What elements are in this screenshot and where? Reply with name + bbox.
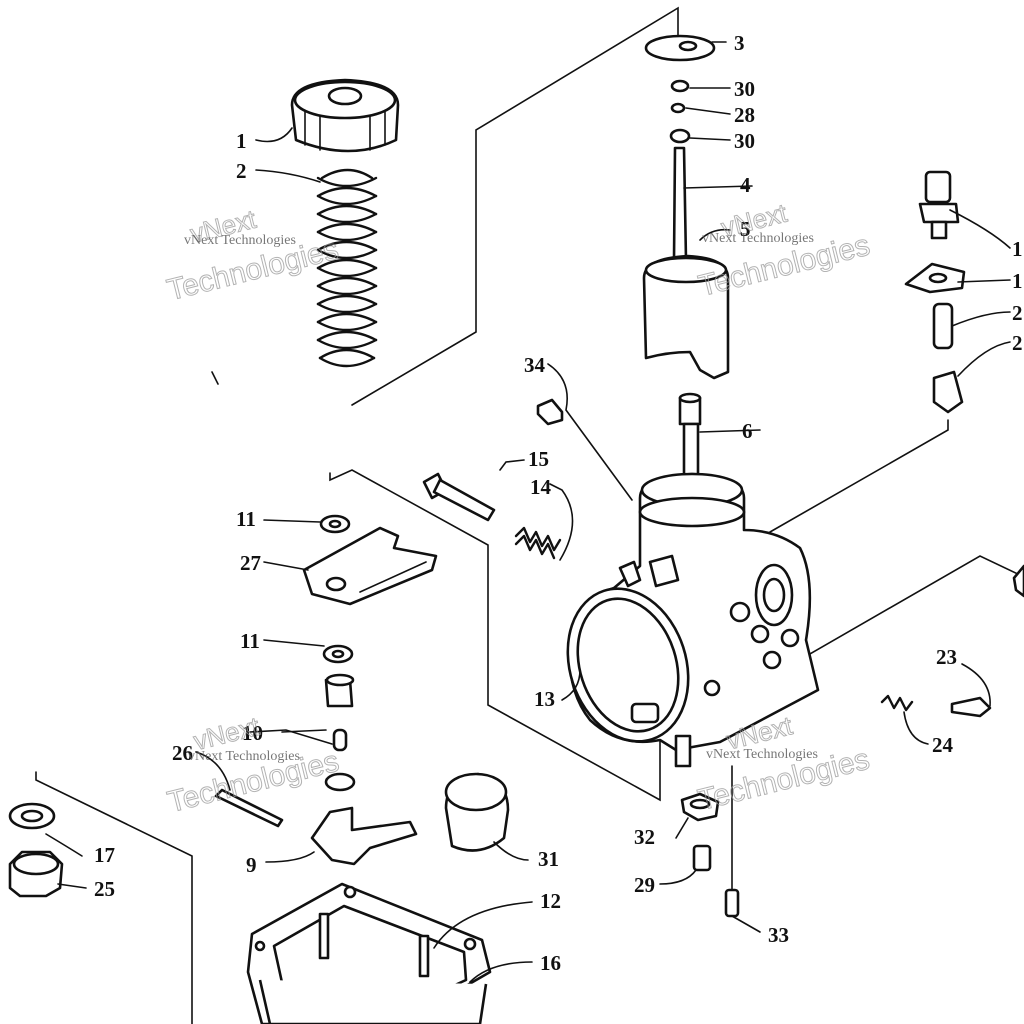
callout-label: 2 xyxy=(1012,301,1023,325)
callout-label: 17 xyxy=(94,843,115,867)
spring-part xyxy=(316,168,378,368)
callout-label: 29 xyxy=(634,873,655,897)
callout-label: 9 xyxy=(246,853,257,877)
callout-label: 33 xyxy=(768,923,789,947)
callout-label: 6 xyxy=(742,419,753,443)
callout-label: 27 xyxy=(240,551,261,575)
callout-label: 34 xyxy=(524,353,546,377)
callout-label: 25 xyxy=(94,877,115,901)
fuel-fitting-parts xyxy=(904,170,1024,598)
callout-label: 12 xyxy=(540,889,561,913)
leader-lines xyxy=(45,41,1011,983)
callout-label: 1 xyxy=(1012,237,1023,261)
float-pin-part xyxy=(214,788,284,828)
callout-label: 3 xyxy=(734,31,745,55)
throttle-stop-screw-part xyxy=(422,472,496,522)
cap-part xyxy=(290,78,400,153)
callout-label: 24 xyxy=(932,733,954,757)
callout-label: 5 xyxy=(740,217,751,241)
callout-label: 2 xyxy=(236,159,247,183)
guide-lines xyxy=(35,6,1021,1024)
float-bowl-parts xyxy=(246,882,492,1024)
carburetor-body-part xyxy=(566,472,820,768)
needle-clip-parts xyxy=(644,34,716,144)
callout-label: 28 xyxy=(734,103,755,127)
callout-label: 26 xyxy=(172,741,193,765)
watermark-small-text: vNext Technologies xyxy=(188,749,300,764)
callout-label: 13 xyxy=(534,687,555,711)
drain-washer-nut-parts xyxy=(8,802,64,898)
small-spring-part xyxy=(514,526,562,560)
small-cap-part xyxy=(536,398,564,426)
float-part xyxy=(444,772,510,852)
pilot-jet-parts xyxy=(324,673,356,792)
float-arm-part xyxy=(310,806,418,866)
callout-label: 30 xyxy=(734,77,755,101)
throttle-slide-part xyxy=(642,254,730,380)
callout-labels: 1 2 3 30 28 30 4 5 6 34 15 14 11 27 11 1… xyxy=(94,31,1023,975)
watermark-small-text: vNext Technologies xyxy=(702,231,814,246)
drain-hardware-parts xyxy=(680,792,740,918)
gasket-parts xyxy=(302,514,438,664)
callout-label: 32 xyxy=(634,825,655,849)
callout-label: 16 xyxy=(540,951,561,975)
callout-label: 2 xyxy=(1012,331,1023,355)
callout-label: 10 xyxy=(242,721,263,745)
callout-label: 31 xyxy=(538,847,559,871)
callout-label: 1 xyxy=(1012,269,1023,293)
stray-mark xyxy=(211,371,219,385)
idle-screw-parts xyxy=(880,694,992,718)
callout-label: 11 xyxy=(240,629,260,653)
callout-label: 1 xyxy=(236,129,247,153)
callout-label: 4 xyxy=(740,173,751,197)
callout-label: 14 xyxy=(530,475,552,499)
watermark-small-text: vNext Technologies xyxy=(706,747,818,762)
callout-label: 11 xyxy=(236,507,256,531)
callout-label: 15 xyxy=(528,447,549,471)
callout-label: 30 xyxy=(734,129,755,153)
callout-label: 23 xyxy=(936,645,957,669)
watermark-small-text: vNext Technologies xyxy=(184,233,296,248)
